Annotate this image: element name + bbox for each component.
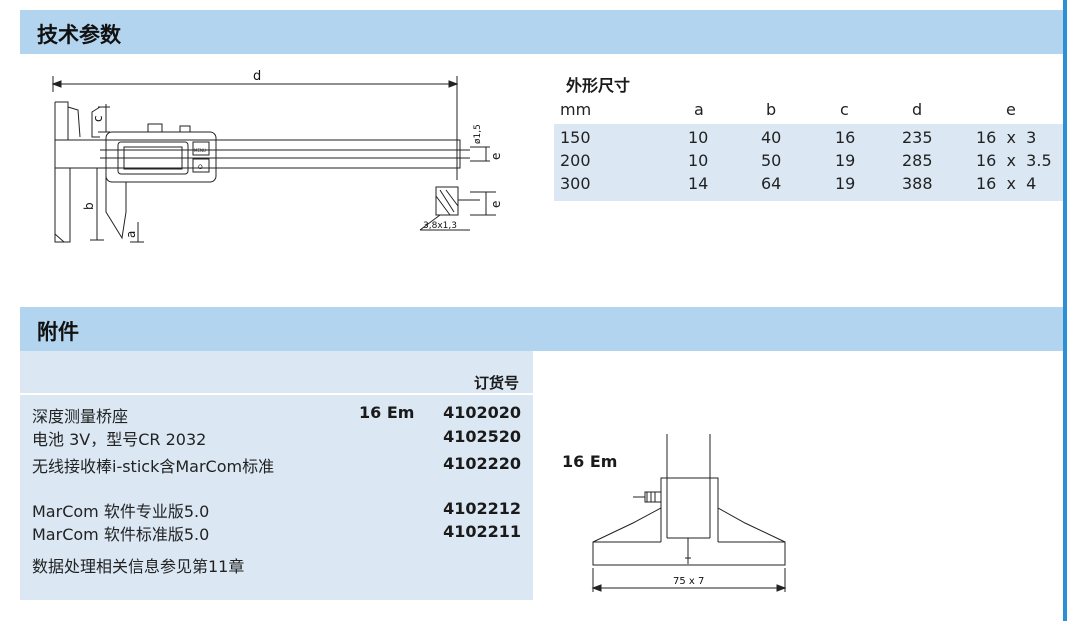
table-cell: 16 x 4 [976,174,1037,193]
table-cell: 16 x 3 [976,128,1037,147]
table-cell: 200 [560,151,591,170]
dimensions-table-body: 150 10 40 16 235 16 x 3 200 10 50 19 285… [554,124,1063,201]
table-cell: 19 [835,151,856,170]
depth-bridge-drawing: 75 x 7 [585,430,795,595]
accessories-table: 订货号 深度测量桥座 16 Em 4102020 电池 3V，型号CR 2032… [20,351,533,600]
table-cell: 16 [835,128,856,147]
dim-tip-label: 3,8x1,3 [423,221,457,231]
table-cell: 10 [688,151,709,170]
dim-a-label: a [124,231,138,238]
accessory-order-code: 4102520 [443,427,521,446]
table-cell: 16 x 3.5 [976,151,1052,170]
menu-button-label: MENU [194,148,206,153]
dim-c-label: c [91,115,105,122]
col-header-mm: mm [560,100,592,119]
col-header-b: b [766,100,777,119]
table-cell: 50 [761,151,782,170]
dimensions-table-header: 外形尺寸 mm a b c d e [554,56,1063,124]
tech-params-header: 技术参数 [20,10,1063,54]
bridge-dimension-label: 75 x 7 [673,576,704,587]
accessory-name: MarCom 软件标准版5.0 [32,525,210,544]
accessories-table-header: 订货号 [20,351,533,395]
accessory-order-code: 4102020 [443,403,521,422]
table-cell: 14 [688,174,709,193]
table-cell: 64 [761,174,782,193]
power-button-label: O [198,164,203,171]
accessory-name: 深度测量桥座 [32,407,129,426]
accessory-name: 无线接收棒i-stick含MarCom标准 [32,457,275,476]
col-header-e: e [1006,100,1016,119]
table-cell: 40 [761,128,782,147]
accessories-title: 附件 [37,320,79,344]
right-edge-rule [1063,0,1067,621]
dim-e-label-bottom: e [489,201,503,208]
accessory-order-code: 4102211 [443,522,521,541]
accessory-order-code: 4102220 [443,454,521,473]
accessory-name: MarCom 软件专业版5.0 [32,502,210,521]
order-number-header: 订货号 [473,374,519,392]
table-cell: 300 [560,174,591,193]
col-header-d: d [912,100,923,119]
col-header-a: a [694,100,704,119]
dimensions-title: 外形尺寸 [566,76,631,95]
accessory-name: 电池 3V，型号CR 2032 [32,430,207,449]
dim-d-label: d [253,69,261,84]
col-header-c: c [840,100,849,119]
dimensions-table: 外形尺寸 mm a b c d e 150 10 40 16 235 16 x … [554,56,1063,201]
table-cell: 150 [560,128,591,147]
bridge-figure-label: 16 Em [562,452,618,471]
dim-diameter-label: ø1,5 [473,124,483,144]
table-cell: 10 [688,128,709,147]
dim-b-label: b [82,202,96,210]
accessory-note: 数据处理相关信息参见第11章 [32,557,245,576]
accessory-order-code: 4102212 [443,499,521,518]
table-cell: 388 [902,174,933,193]
accessory-type: 16 Em [359,403,415,422]
table-cell: 285 [902,151,933,170]
dim-e-label-top: e [489,153,503,160]
accessories-header: 附件 [20,307,1063,351]
tech-params-title: 技术参数 [37,23,121,47]
table-cell: 235 [902,128,933,147]
table-cell: 19 [835,174,856,193]
caliper-drawing: d c b a e e ø1,5 3,8x1,3 MENU O [40,62,510,252]
